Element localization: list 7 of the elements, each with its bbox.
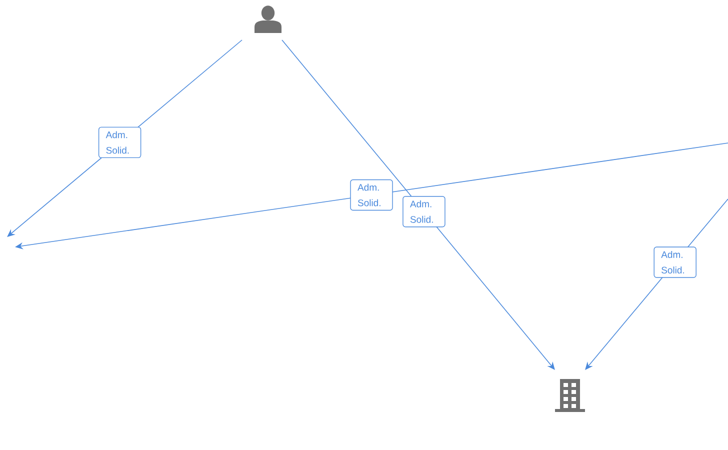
building-icon	[555, 379, 585, 412]
person-icon	[254, 6, 282, 33]
arrow	[282, 40, 555, 370]
edge-label: Adm. Solid.	[654, 246, 696, 278]
edge-label: Adm. Solid.	[402, 196, 446, 228]
label-box: Adm. Solid.	[350, 179, 393, 211]
edge-label: Adm. Solid.	[98, 126, 142, 158]
